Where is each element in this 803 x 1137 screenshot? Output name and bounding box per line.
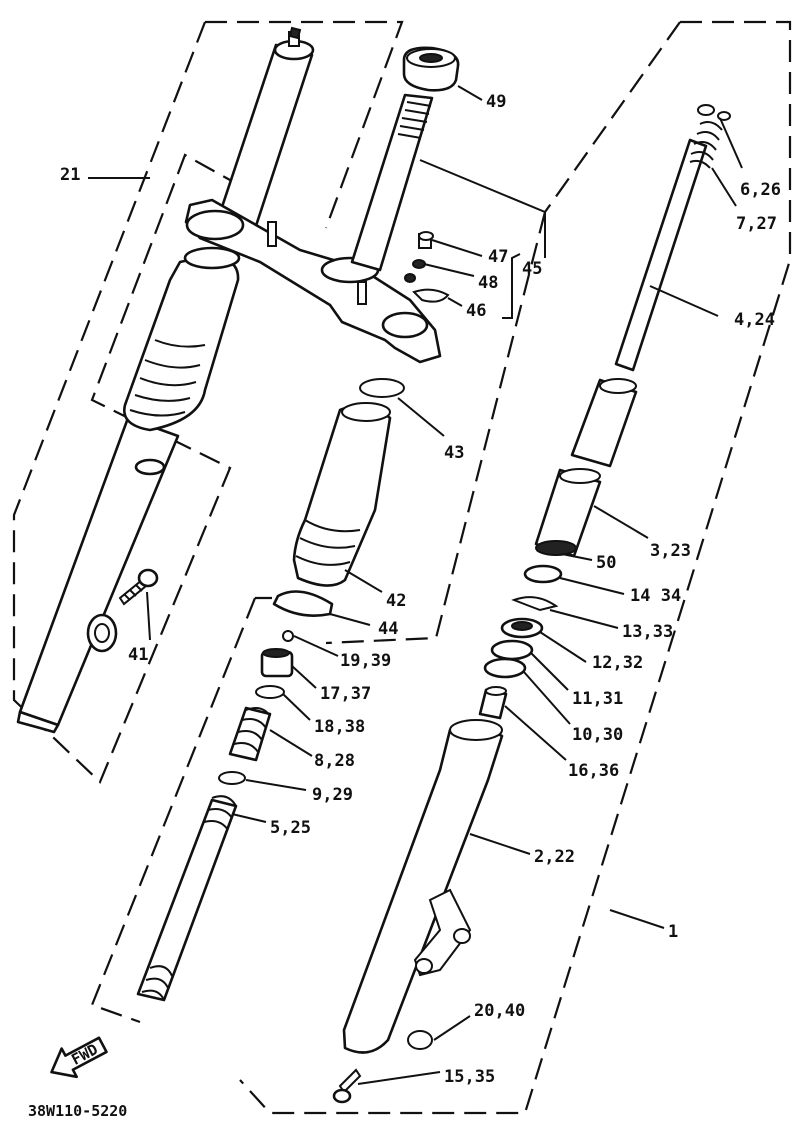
callout-labels: 49 21 6,26 7,27 47 45 48 46 4,24 43 3,23… xyxy=(60,92,781,1087)
steering-stem xyxy=(350,93,434,272)
screw-20-40 xyxy=(407,1030,433,1050)
callout-2-22: 2,22 xyxy=(534,847,575,867)
group-outline-42-44 xyxy=(325,211,547,645)
callout-12-32: 12,32 xyxy=(592,653,643,673)
spacer-tube-3-23-lower xyxy=(534,468,602,558)
group-outline-1 xyxy=(239,20,792,1115)
ring-19-39 xyxy=(282,630,294,642)
callout-41: 41 xyxy=(128,645,148,665)
dust-boot-42 xyxy=(292,402,392,587)
oil-seal-44 xyxy=(272,590,334,617)
fwd-arrow-icon: FWD xyxy=(50,1036,108,1079)
bush-10-30 xyxy=(483,657,527,679)
callout-8-28: 8,28 xyxy=(314,751,355,771)
damper-rod-17-37 xyxy=(260,648,294,678)
drain-bolt-15-35 xyxy=(332,1068,362,1104)
left-fork-assembly xyxy=(16,26,315,734)
callout-43: 43 xyxy=(444,443,464,463)
clamp-46 xyxy=(404,273,450,303)
ring-9-29 xyxy=(218,771,246,785)
bolt-47 xyxy=(418,231,434,249)
callout-45: 45 xyxy=(522,259,542,279)
callout-49: 49 xyxy=(486,92,506,112)
callout-4-24: 4,24 xyxy=(734,310,775,330)
callout-7-27: 7,27 xyxy=(736,214,777,234)
callout-20-40: 20,40 xyxy=(474,1001,525,1021)
callout-42: 42 xyxy=(386,591,406,611)
inner-tube-4-24 xyxy=(614,104,731,372)
callout-16-36: 16,36 xyxy=(568,761,619,781)
callout-21: 21 xyxy=(60,165,80,185)
group-outline-5-19 xyxy=(90,596,272,1024)
drawing-code: 38W110-5220 xyxy=(28,1102,127,1120)
callout-10-30: 10,30 xyxy=(572,725,623,745)
under-bracket xyxy=(184,198,442,364)
group-outline-21 xyxy=(12,20,404,784)
seal-14-34 xyxy=(523,564,563,584)
callout-3-23: 3,23 xyxy=(650,541,691,561)
washer-11-31 xyxy=(490,639,534,661)
callout-46: 46 xyxy=(466,301,486,321)
clip-43 xyxy=(359,378,405,398)
washer-48 xyxy=(412,259,426,269)
callout-48: 48 xyxy=(478,273,498,293)
callout-9-29: 9,29 xyxy=(312,785,353,805)
callout-17-37: 17,37 xyxy=(320,684,371,704)
callout-47: 47 xyxy=(488,247,508,267)
seal-12-32 xyxy=(500,617,544,639)
callout-6-26: 6,26 xyxy=(740,180,781,200)
callout-13-33: 13,33 xyxy=(622,622,673,642)
callout-19-39: 19,39 xyxy=(340,651,391,671)
callout-1: 1 xyxy=(668,922,678,942)
callout-44: 44 xyxy=(378,619,398,639)
leader-lines xyxy=(88,85,743,1085)
callout-15-35: 15,35 xyxy=(444,1067,495,1087)
bearing-49 xyxy=(402,46,460,92)
seal-18-38 xyxy=(255,685,285,699)
damper-tube-5-25 xyxy=(136,795,238,1002)
callout-18-38: 18,38 xyxy=(314,717,365,737)
spring-8-28 xyxy=(228,706,272,762)
callout-5-25: 5,25 xyxy=(270,818,311,838)
callout-14-34: 14 34 xyxy=(630,586,681,606)
piece-16-36 xyxy=(478,686,508,720)
bolt-41 xyxy=(118,568,159,606)
spacer-tube-3-23-upper xyxy=(570,378,638,468)
callout-50: 50 xyxy=(596,553,616,573)
outer-tube-2-22 xyxy=(342,719,504,1054)
clip-13-33 xyxy=(511,596,559,612)
callout-11-31: 11,31 xyxy=(572,689,623,709)
